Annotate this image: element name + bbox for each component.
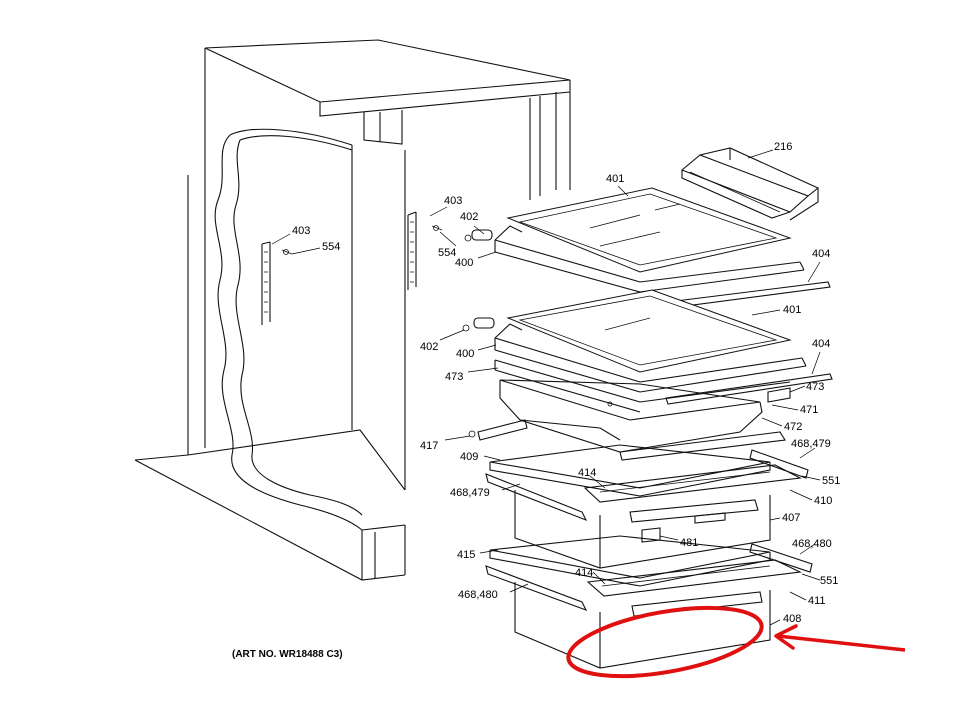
label-411: 411 [808, 595, 826, 607]
label-471: 471 [800, 404, 818, 416]
label-414-upper: 414 [578, 467, 596, 479]
label-468-479-right: 468,479 [791, 438, 831, 450]
label-415: 415 [457, 549, 475, 561]
leader-lines [271, 149, 821, 626]
label-403-left: 403 [292, 225, 310, 237]
shelf-ladder-right [407, 211, 443, 290]
label-473-left: 473 [445, 371, 463, 383]
label-554-left: 554 [322, 241, 340, 253]
label-468-480-left: 468,480 [458, 589, 498, 601]
label-417: 417 [420, 440, 438, 452]
cabinet-outline [134, 39, 571, 581]
label-473-right: 473 [806, 381, 824, 393]
middle-shelf [462, 289, 833, 405]
label-402-middle: 402 [420, 341, 438, 353]
label-551-lower: 551 [820, 575, 838, 587]
label-402-upper: 402 [460, 211, 478, 223]
label-404-middle: 404 [812, 338, 830, 350]
label-408: 408 [783, 613, 801, 625]
highlight-ellipse [566, 605, 764, 679]
label-554-right: 554 [438, 247, 456, 259]
snack-pan [494, 359, 791, 461]
label-468-479-left: 468,479 [450, 487, 490, 499]
label-216: 216 [774, 141, 792, 153]
label-407: 407 [782, 512, 800, 524]
rail-417 [468, 419, 528, 441]
highlight-annotation [566, 605, 906, 679]
label-404-upper: 404 [812, 248, 830, 260]
label-401-upper: 401 [606, 173, 624, 185]
label-401-middle: 401 [783, 304, 801, 316]
part-labels: 216 401 403 402 403 554 554 400 404 401 … [292, 141, 840, 625]
lower-drawer [485, 535, 813, 669]
shelf-ladder-left [261, 241, 293, 325]
label-481: 481 [680, 537, 698, 549]
label-409: 409 [460, 451, 478, 463]
upper-drawer [485, 444, 809, 569]
label-551-upper: 551 [822, 475, 840, 487]
label-400-middle: 400 [456, 348, 474, 360]
label-410: 410 [814, 495, 832, 507]
art-number: (ART NO. WR18488 C3) [232, 649, 343, 660]
label-403-right: 403 [444, 195, 462, 207]
highlight-arrow-icon [777, 634, 906, 652]
label-472: 472 [784, 421, 802, 433]
label-414-lower: 414 [575, 567, 593, 579]
shelf-bin [680, 147, 820, 221]
label-400-upper: 400 [455, 257, 473, 269]
label-468-480-right: 468,480 [792, 538, 832, 550]
